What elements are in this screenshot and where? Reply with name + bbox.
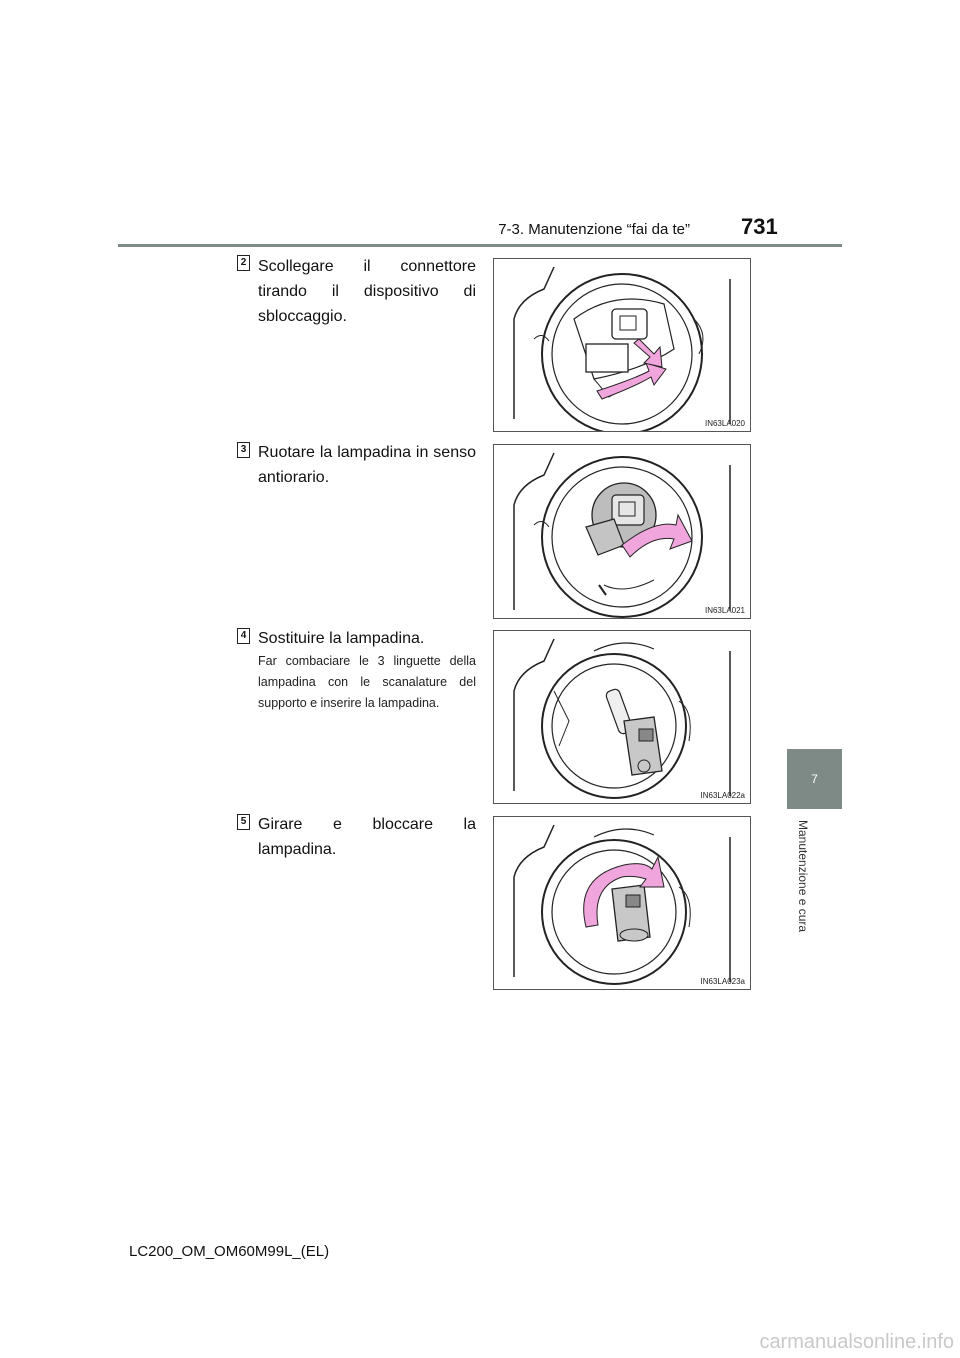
- headlamp-illustration: [513, 266, 731, 431]
- step-text: Scollegare il connettore tirando il disp…: [258, 258, 476, 325]
- step-text: Girare e bloccare la lampadina.: [258, 816, 476, 858]
- figure-rotate-bulb: IN63LA021: [493, 444, 751, 619]
- figure-code: IN63LA020: [704, 419, 745, 428]
- headlamp-illustration: [513, 452, 731, 618]
- watermark[interactable]: carmanualsonline.info: [728, 1330, 960, 1358]
- figure-replace-bulb: IN63LA022a: [493, 630, 751, 804]
- document-code: LC200_OM_OM60M99L_(EL): [129, 1243, 330, 1260]
- chapter-tab[interactable]: 7: [787, 749, 842, 809]
- headlamp-illustration: [513, 638, 731, 799]
- step-text: Ruotare la lampadina in senso antiorario…: [258, 444, 476, 486]
- headlamp-illustration: [513, 824, 731, 985]
- figure-code: IN63LA022a: [700, 791, 745, 800]
- step-badge: 2: [237, 255, 250, 271]
- step-badge: 4: [237, 628, 250, 644]
- chapter-title: Manutenzione e cura: [796, 820, 810, 933]
- figure-code: IN63LA023a: [700, 977, 745, 986]
- page-number: 731: [741, 214, 778, 239]
- figure-disconnect-connector: IN63LA020: [493, 258, 751, 432]
- watermark-text: carmanualsonline.info: [759, 1331, 954, 1353]
- figure-lock-bulb: IN63LA023a: [493, 816, 751, 990]
- step-badge: 5: [237, 814, 250, 830]
- figure-code: IN63LA021: [704, 606, 745, 615]
- step-note: Far combaciare le 3 linguette della lamp…: [258, 654, 476, 710]
- step-text: Sostituire la lampadina.: [258, 630, 425, 647]
- section-title: 7-3. Manutenzione “fai da te”: [498, 221, 690, 238]
- chapter-number: 7: [811, 772, 818, 786]
- step-badge: 3: [237, 442, 250, 458]
- header-rule: [118, 244, 842, 247]
